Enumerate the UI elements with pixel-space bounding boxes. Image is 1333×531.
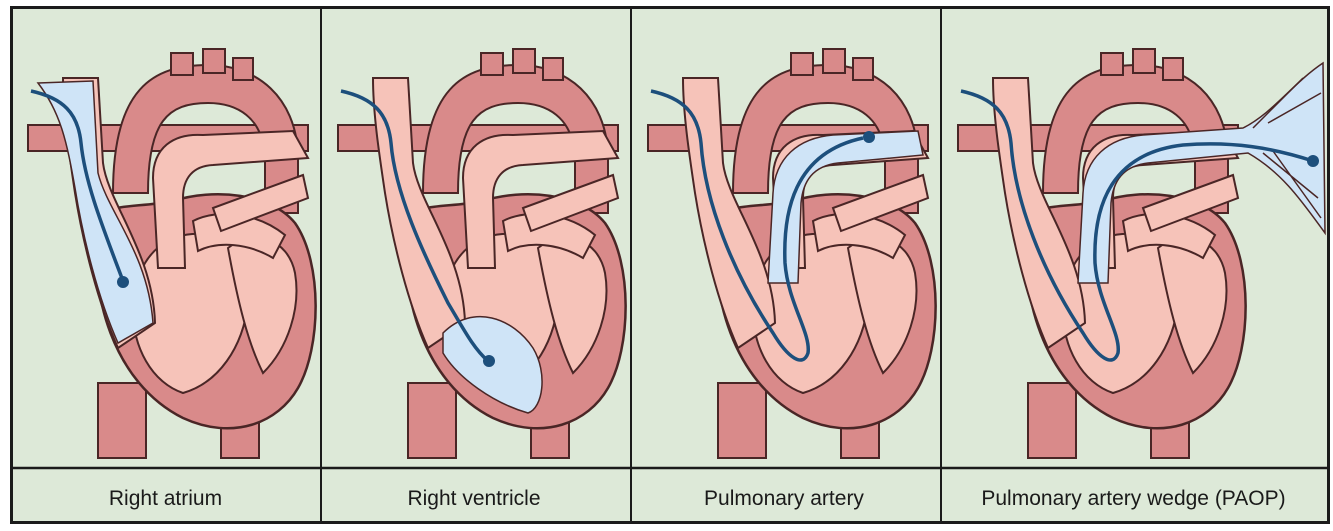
panel-pulmonary-artery [648,49,936,458]
panel-right-atrium [28,49,316,458]
catheter-tip-dot [1307,155,1319,167]
caption-pulmonary-artery-wedge: Pulmonary artery wedge (PAOP) [940,471,1327,527]
diagram-frame: Right atrium Right ventricle Pulmonary a… [10,6,1330,524]
catheter-tip-dot [483,355,495,367]
panel-pulmonary-artery-wedge [958,49,1325,458]
caption-pulmonary-artery: Pulmonary artery [630,471,938,527]
caption-right-atrium: Right atrium [13,471,318,527]
caption-right-ventricle: Right ventricle [320,471,628,527]
catheter-tip-dot [117,276,129,288]
panel-right-ventricle [338,49,626,458]
heart-catheter-illustration [13,9,1327,521]
catheter-tip-dot [863,131,875,143]
